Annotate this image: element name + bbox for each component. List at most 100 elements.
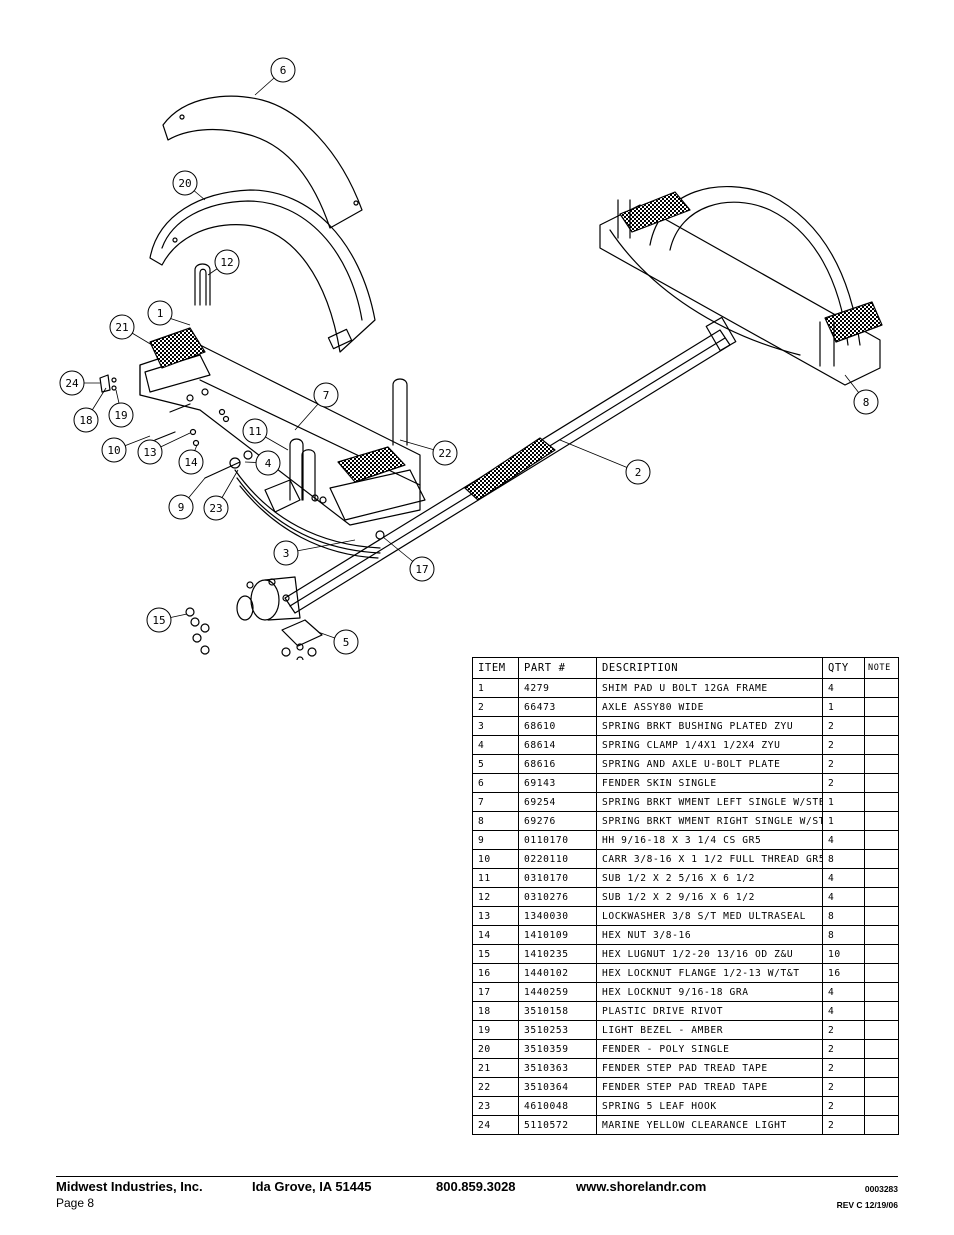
part-number-cell: 3510359: [518, 1039, 597, 1059]
qty-cell: 4: [822, 830, 865, 850]
note-cell: [864, 1020, 899, 1040]
qty-header: QTY: [822, 657, 865, 679]
hardware: [99, 374, 385, 660]
description-cell: HEX LOCKNUT 9/16-18 GRA: [596, 982, 823, 1002]
u-bolt-plate: [281, 619, 323, 647]
qty-cell: 4: [822, 678, 865, 698]
step-pad-21: [149, 327, 206, 369]
item-cell: 5: [472, 754, 519, 774]
note-cell: [864, 1096, 899, 1116]
qty-cell: 8: [822, 925, 865, 945]
note-cell: [864, 1039, 899, 1059]
part-number-cell: 1410235: [518, 944, 597, 964]
part-number-cell: 1340030: [518, 906, 597, 926]
axle-tube: [284, 316, 737, 614]
part-number-cell: 3510158: [518, 1001, 597, 1021]
item-cell: 17: [472, 982, 519, 1002]
callout-21: [109, 314, 135, 340]
step-pad-22: [337, 446, 406, 483]
footer-page-number: Page 8: [56, 1196, 95, 1210]
description-cell: CARR 3/8-16 X 1 1/2 FULL THREAD GR5: [596, 849, 823, 869]
callout-label-17: 17: [415, 563, 428, 576]
footer-doc-number: 0003283: [864, 1184, 898, 1194]
part-number-cell: 68614: [518, 735, 597, 755]
callout-8: [853, 389, 879, 415]
qty-cell: 1: [822, 811, 865, 831]
qty-cell: 4: [822, 982, 865, 1002]
part-number-cell: 3510363: [518, 1058, 597, 1078]
callout-2: [625, 459, 651, 485]
part-number-cell: 0310276: [518, 887, 597, 907]
hub-spindle: [236, 576, 301, 621]
item-cell: 15: [472, 944, 519, 964]
callout-label-3: 3: [283, 547, 290, 560]
part-number-header: PART #: [518, 657, 597, 679]
part-number-cell: 0110170: [518, 830, 597, 850]
item-cell: 24: [472, 1115, 519, 1135]
part-number-cell: 1440102: [518, 963, 597, 983]
item-cell: 4: [472, 735, 519, 755]
part-number-cell: 68610: [518, 716, 597, 736]
right-fender-assembly: [599, 185, 883, 386]
part-number-cell: 69276: [518, 811, 597, 831]
callout-balloons: [59, 57, 879, 655]
item-cell: 18: [472, 1001, 519, 1021]
callout-label-22: 22: [438, 447, 451, 460]
callout-label-6: 6: [280, 64, 287, 77]
description-cell: FENDER STEP PAD TREAD TAPE: [596, 1058, 823, 1078]
callout-17: [409, 556, 435, 582]
item-cell: 10: [472, 849, 519, 869]
table-header-row: ITEM PART # DESCRIPTION QTY NOTE: [472, 657, 899, 679]
description-cell: SUB 1/2 X 2 9/16 X 6 1/2: [596, 887, 823, 907]
callout-label-2: 2: [635, 466, 642, 479]
item-cell: 1: [472, 678, 519, 698]
description-cell: MARINE YELLOW CLEARANCE LIGHT: [596, 1115, 823, 1135]
qty-cell: 1: [822, 697, 865, 717]
poly-fender: [149, 189, 376, 353]
item-cell: 6: [472, 773, 519, 793]
qty-cell: 2: [822, 1096, 865, 1116]
note-cell: [864, 944, 899, 964]
part-number-cell: 66473: [518, 697, 597, 717]
note-cell: [864, 716, 899, 736]
description-cell: SPRING BRKT BUSHING PLATED ZYU: [596, 716, 823, 736]
note-cell: [864, 906, 899, 926]
description-cell: HEX LUGNUT 1/2-20 13/16 OD Z&U: [596, 944, 823, 964]
item-cell: 2: [472, 697, 519, 717]
fender-skin: [162, 95, 363, 229]
qty-cell: 2: [822, 1020, 865, 1040]
callout-label-19: 19: [114, 409, 127, 422]
callout-24: [59, 370, 85, 396]
footer-location: Ida Grove, IA 51445: [252, 1179, 372, 1194]
description-cell: SPRING BRKT WMENT LEFT SINGLE W/STEPS: [596, 792, 823, 812]
callout-13: [137, 439, 163, 465]
description-cell: SUB 1/2 X 2 5/16 X 6 1/2: [596, 868, 823, 888]
callout-20: [172, 170, 198, 196]
u-bolts-11: [289, 378, 408, 501]
callout-11: [242, 418, 268, 444]
footer-phone: 800.859.3028: [436, 1179, 516, 1194]
item-cell: 13: [472, 906, 519, 926]
callout-label-10: 10: [107, 444, 120, 457]
note-cell: [864, 754, 899, 774]
exploded-axle-diagram: 1 2 3 4 5 6 7 8 9 10 11 12 13 14 15 16 1…: [59, 57, 883, 660]
note-cell: [864, 773, 899, 793]
note-cell: [864, 811, 899, 831]
callout-label-8: 8: [863, 396, 870, 409]
